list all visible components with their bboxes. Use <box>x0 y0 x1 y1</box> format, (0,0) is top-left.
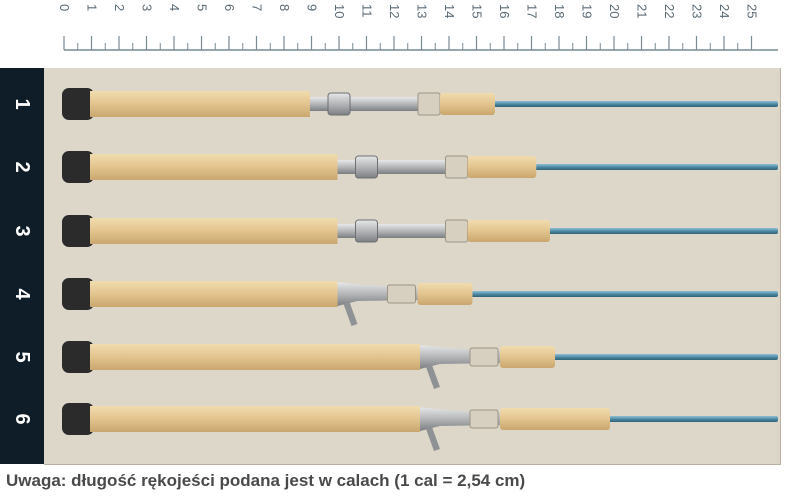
ruler-label: 17 <box>525 4 540 18</box>
ruler-label: 23 <box>690 4 705 18</box>
footnote: Uwaga: długość rękojeści podana jest w c… <box>6 471 526 490</box>
ruler-label: 5 <box>195 4 210 11</box>
fore-cork-grip <box>500 346 555 368</box>
rear-cork-grip <box>90 154 338 180</box>
rod-blank <box>532 164 778 170</box>
ruler-label: 24 <box>717 4 732 18</box>
rear-cork-grip <box>90 91 310 117</box>
rear-cork-grip <box>90 406 420 432</box>
trigger <box>426 427 440 451</box>
ruler-label: 13 <box>415 4 430 18</box>
ruler-label: 10 <box>332 4 347 18</box>
ruler-label: 22 <box>662 4 677 18</box>
ruler-label: 8 <box>277 4 292 11</box>
fore-cork-grip <box>467 156 537 178</box>
rod-1 <box>62 88 778 120</box>
rod-3 <box>62 215 778 247</box>
trigger <box>343 302 358 326</box>
rod-blank <box>491 101 778 107</box>
ruler-label: 2 <box>112 4 127 11</box>
rods-panel <box>44 68 781 465</box>
reel-hood <box>387 284 416 304</box>
ruler-label: 9 <box>305 4 320 11</box>
fore-cork-grip <box>440 93 495 115</box>
butt-cap <box>62 215 94 247</box>
rod-blank <box>606 416 778 422</box>
butt-cap <box>62 341 94 373</box>
ruler-label: 16 <box>497 4 512 18</box>
rod-blank <box>546 228 778 234</box>
trigger <box>426 365 440 389</box>
ruler-label: 1 <box>85 4 100 11</box>
reel-hood <box>469 347 499 367</box>
rear-cork-grip <box>90 344 420 370</box>
reel-hood <box>445 155 468 179</box>
locking-ring <box>327 92 351 116</box>
locking-ring <box>355 219 378 243</box>
rear-cork-grip <box>90 218 338 244</box>
ruler-label: 7 <box>250 4 265 11</box>
rear-cork-grip <box>90 281 338 307</box>
ruler-label: 3 <box>140 4 155 11</box>
ruler-label: 12 <box>387 4 402 18</box>
ruler-label: 0 <box>57 4 72 11</box>
fore-cork-grip <box>467 220 550 242</box>
rod-blank <box>551 354 778 360</box>
ruler-label: 18 <box>552 4 567 18</box>
fore-cork-grip <box>417 283 473 305</box>
ruler-label: 25 <box>745 4 760 18</box>
butt-cap <box>62 88 94 120</box>
butt-cap <box>62 278 94 310</box>
reel-hood <box>417 92 441 116</box>
rod-2 <box>62 151 778 183</box>
butt-cap <box>62 151 94 183</box>
rod-4 <box>62 278 778 326</box>
ruler-label: 11 <box>360 4 375 18</box>
ruler-label: 14 <box>442 4 457 18</box>
ruler-label: 21 <box>635 4 650 18</box>
ruler-label: 6 <box>222 4 237 11</box>
reel-hood <box>445 219 468 243</box>
fore-cork-grip <box>500 408 610 430</box>
reel-hood <box>469 409 499 429</box>
rod-5 <box>62 341 778 389</box>
ruler-label: 4 <box>167 4 182 11</box>
locking-ring <box>355 155 378 179</box>
ruler-label: 19 <box>580 4 595 18</box>
butt-cap <box>62 403 94 435</box>
rod-6 <box>62 403 778 451</box>
ruler-label: 20 <box>607 4 622 18</box>
ruler-label: 15 <box>470 4 485 18</box>
rod-blank <box>468 291 778 297</box>
